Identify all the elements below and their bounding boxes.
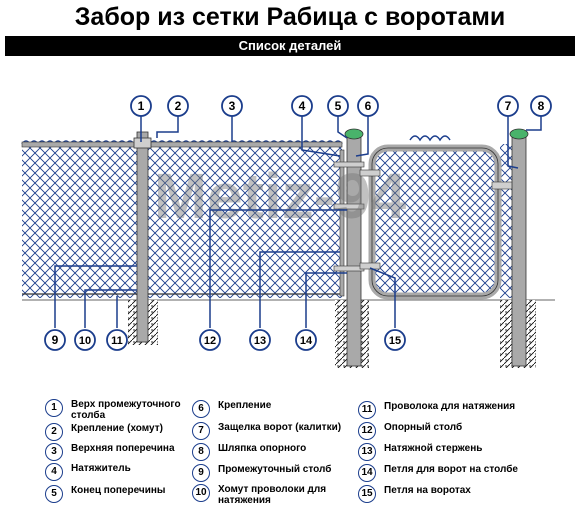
legend-num: 1 — [45, 399, 63, 417]
legend-item-3: 3 Верхняя поперечина — [45, 443, 191, 461]
terminal-post-cap — [344, 128, 364, 140]
legend-text: Хомут проволоки для натяжения — [218, 484, 327, 506]
page-title: Забор из сетки Рабица с воротами — [74, 3, 506, 31]
legend-item-8: 8 Шляпка опорного — [192, 443, 338, 461]
callout-3: 3 — [221, 95, 243, 117]
legend-item-14: 14 Петля для ворот на столбе — [358, 464, 544, 482]
legend-text: Верх промежуточного столба — [71, 399, 181, 421]
legend-item-11: 11 Проволока для натяжения — [358, 401, 544, 419]
callout-10: 10 — [74, 329, 96, 351]
gate-hinge-bottom — [359, 262, 381, 270]
legend-text: Натяжной стержень — [384, 443, 483, 454]
callout-7: 7 — [497, 95, 519, 117]
legend-num: 12 — [358, 422, 376, 440]
legend-text: Опорный столб — [384, 422, 463, 433]
legend-item-7: 7 Защелка ворот (калитки) — [192, 422, 378, 440]
band-3 — [333, 265, 365, 272]
legend-item-15: 15 Петля на воротах — [358, 485, 544, 503]
parts-list-header: Список деталей — [5, 36, 575, 56]
svg-text:14: 14 — [300, 335, 313, 347]
svg-text:6: 6 — [365, 99, 372, 113]
callout-9: 9 — [44, 329, 66, 351]
svg-text:11: 11 — [111, 335, 123, 347]
legend-item-1: 1 Верх промежуточного столба — [45, 399, 191, 421]
callout-11: 11 — [106, 329, 128, 351]
legend-text: Промежуточный столб — [218, 464, 332, 475]
callout-15: 15 — [384, 329, 406, 351]
callout-8: 8 — [530, 95, 552, 117]
legend-num: 4 — [45, 463, 63, 481]
svg-text:15: 15 — [389, 335, 401, 347]
legend-text: Крепление (хомут) — [71, 423, 163, 434]
line-post-top — [133, 137, 152, 149]
svg-text:3: 3 — [229, 99, 236, 113]
svg-text:10: 10 — [79, 335, 91, 347]
svg-text:13: 13 — [254, 335, 266, 347]
legend-item-13: 13 Натяжной стержень — [358, 443, 544, 461]
band-2 — [333, 203, 365, 210]
svg-text:1: 1 — [138, 99, 145, 113]
svg-text:7: 7 — [505, 99, 512, 113]
callout-2: 2 — [167, 95, 189, 117]
legend-num: 15 — [358, 485, 376, 503]
legend-num: 3 — [45, 443, 63, 461]
leader-lines — [54, 116, 542, 328]
legend-num: 7 — [192, 422, 210, 440]
legend-text: Шляпка опорного — [218, 443, 307, 454]
legend-text: Проволока для натяжения — [384, 401, 516, 412]
watermark: Metiz-94 — [154, 160, 407, 232]
band-1 — [333, 161, 365, 168]
gate-hinge-top — [359, 169, 381, 177]
callout-6: 6 — [357, 95, 379, 117]
legend-text: Натяжитель — [71, 463, 131, 474]
legend-num: 5 — [45, 485, 63, 503]
legend-num: 14 — [358, 464, 376, 482]
gate-post — [511, 135, 527, 367]
line-post — [136, 131, 149, 343]
legend-text: Верхняя поперечина — [71, 443, 175, 454]
legend-item-6: 6 Крепление — [192, 400, 338, 418]
legend-item-5: 5 Конец поперечины — [45, 485, 191, 503]
top-rail — [21, 141, 343, 148]
gate-top-twist — [409, 135, 451, 142]
legend-num: 6 — [192, 400, 210, 418]
callout-13: 13 — [249, 329, 271, 351]
svg-text:12: 12 — [204, 335, 216, 347]
legend-text: Петля для ворот на столбе — [384, 464, 518, 475]
legend-num: 9 — [192, 464, 210, 482]
callout-1: 1 — [130, 95, 152, 117]
callout-5: 5 — [327, 95, 349, 117]
svg-text:5: 5 — [335, 99, 342, 113]
legend-item-10: 10 Хомут проволоки для натяжения — [192, 484, 338, 506]
legend-item-2: 2 Крепление (хомут) — [45, 423, 191, 441]
gate-post-cap — [509, 128, 529, 140]
callout-14: 14 — [295, 329, 317, 351]
svg-text:2: 2 — [175, 99, 182, 113]
svg-text:8: 8 — [538, 99, 545, 113]
legend-item-4: 4 Натяжитель — [45, 463, 191, 481]
svg-text:9: 9 — [52, 333, 59, 347]
legend-num: 11 — [358, 401, 376, 419]
fence-mesh — [22, 144, 342, 298]
callout-12: 12 — [199, 329, 221, 351]
legend-text: Конец поперечины — [71, 485, 166, 496]
legend-text: Крепление — [218, 400, 272, 411]
legend-item-9: 9 Промежуточный столб — [192, 464, 338, 482]
svg-text:4: 4 — [299, 99, 306, 113]
legend-item-12: 12 Опорный столб — [358, 422, 544, 440]
legend-num: 2 — [45, 423, 63, 441]
legend-num: 13 — [358, 443, 376, 461]
legend-text: Петля на воротах — [384, 485, 471, 496]
legend-text: Защелка ворот (калитки) — [218, 422, 342, 433]
legend-num: 8 — [192, 443, 210, 461]
legend-num: 10 — [192, 484, 210, 502]
callout-4: 4 — [291, 95, 313, 117]
tension-bar — [339, 149, 345, 297]
